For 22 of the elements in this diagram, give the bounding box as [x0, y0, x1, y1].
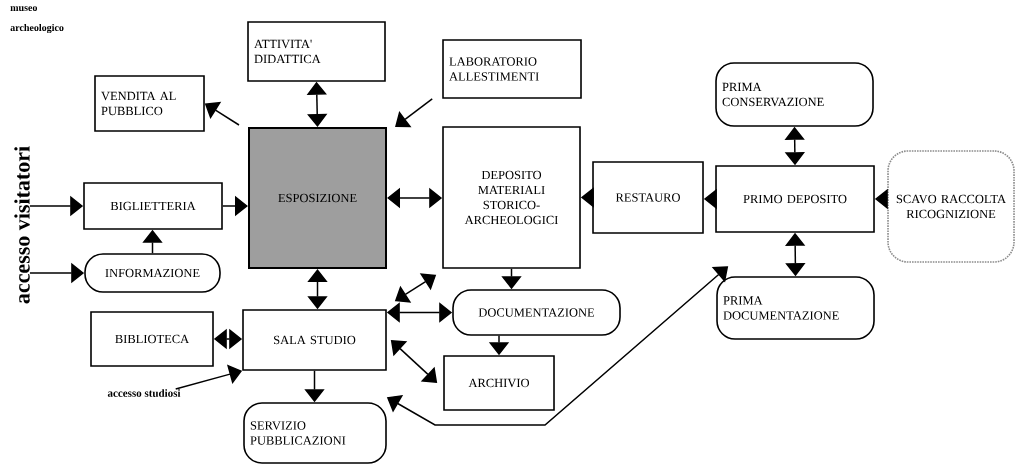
process-box: LABORATORIO ALLESTIMENTI [442, 39, 582, 99]
arrow [390, 340, 438, 383]
rounded-box: INFORMAZIONE [84, 253, 221, 293]
process-box: PRIMO DEPOSITO [715, 165, 875, 233]
rounded-box: SERVIZIO PUBBLICAZIONI [243, 402, 387, 464]
entry-label: accesso studiosi [107, 389, 181, 397]
process-box: ATTIVITA' DIDATTICA [247, 21, 386, 82]
process-box: ARCHIVIO [443, 355, 555, 411]
process-box: BIBLIOTECA [90, 311, 214, 367]
process-box: BIGLIETTERIA [83, 182, 223, 230]
rounded-box: SCAVO RACCOLTA RICOGNIZIONE [887, 150, 1015, 263]
process-box: DEPOSITO MATERIALI STORICO-ARCHEOLOGICI [442, 126, 581, 269]
rounded-box: DOCUMENTAZIONE [452, 289, 621, 336]
process-box: RESTAURO [592, 161, 704, 234]
process-box: SALA STUDIO [242, 309, 387, 371]
side-label: accesso visitatori [14, 146, 30, 304]
rounded-box: PRIMA CONSERVAZIONE [715, 62, 874, 127]
process-box: VENDITA AL PUBBLICO [94, 75, 205, 132]
arrow [395, 98, 433, 128]
rounded-box: PRIMA DOCUMENTAZIONE [716, 276, 875, 340]
title-label: museo archeologico [10, 6, 64, 34]
exhibition-box: ESPOSIZIONE [248, 127, 387, 269]
